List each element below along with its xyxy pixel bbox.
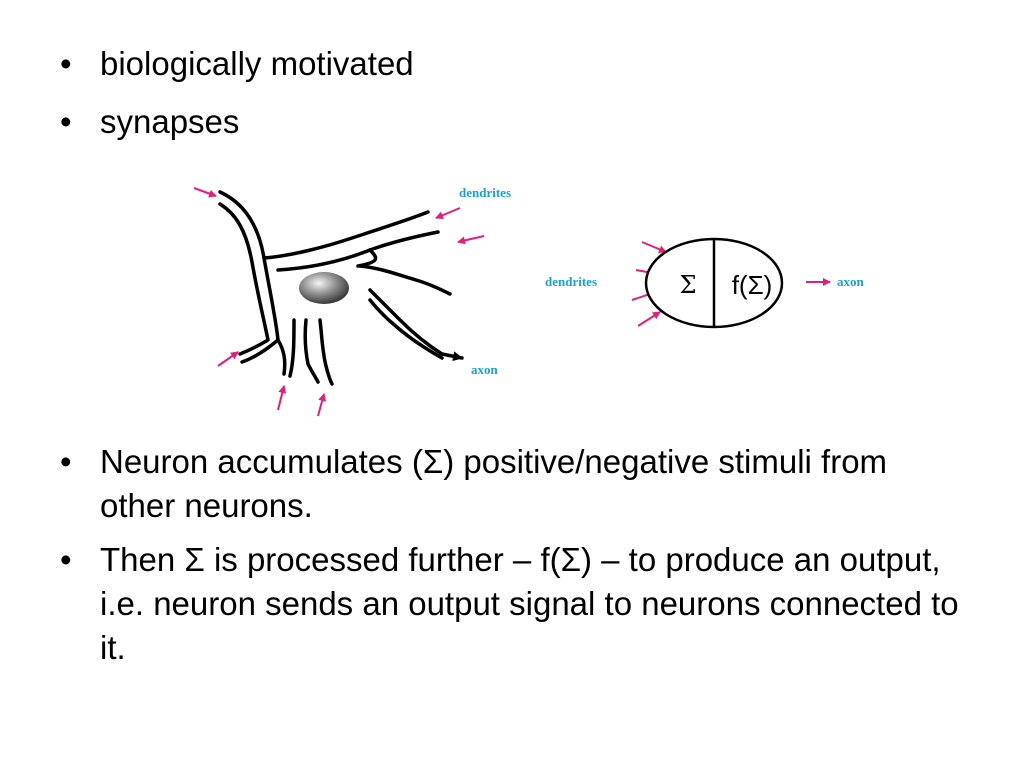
bullet-text: synapses bbox=[100, 103, 240, 140]
activation-function-label: f(Σ) bbox=[732, 270, 773, 300]
input-arrows-neuron bbox=[193, 187, 485, 417]
bullet-item: • biologically motivated bbox=[60, 42, 414, 86]
top-bullet-list: • biologically motivated • synapses bbox=[60, 42, 414, 158]
bullet-glyph: • bbox=[60, 443, 72, 480]
sum-symbol: Σ bbox=[680, 271, 697, 299]
nucleus-icon bbox=[299, 272, 349, 304]
bullet-item: • Neuron accumulates (Σ) positive/negati… bbox=[60, 440, 970, 528]
bullet-text: Neuron accumulates (Σ) positive/negative… bbox=[100, 443, 888, 524]
bullet-glyph: • bbox=[60, 103, 72, 140]
neuron-figure: dendrites axon dendrites Σ f(Σ) axon bbox=[180, 170, 900, 430]
bullet-text: Then Σ is processed further – f(Σ) – to … bbox=[100, 541, 959, 666]
model-axon-label: axon bbox=[837, 274, 865, 289]
neuron-model-node: Σ f(Σ) bbox=[644, 237, 784, 329]
model-dendrites-label: dendrites bbox=[545, 274, 597, 289]
bullet-glyph: • bbox=[60, 541, 72, 578]
bullet-item: • Then Σ is processed further – f(Σ) – t… bbox=[60, 538, 970, 670]
neuron-diagram-svg: dendrites axon dendrites Σ f(Σ) axon bbox=[193, 185, 865, 417]
bullet-glyph: • bbox=[60, 45, 72, 82]
bottom-bullet-list: • Neuron accumulates (Σ) positive/negati… bbox=[60, 440, 970, 680]
neuron-body bbox=[218, 190, 464, 386]
bullet-text: biologically motivated bbox=[100, 45, 414, 82]
axon-label: axon bbox=[471, 362, 499, 377]
dendrites-label: dendrites bbox=[459, 185, 511, 200]
bullet-item: • synapses bbox=[60, 100, 414, 144]
